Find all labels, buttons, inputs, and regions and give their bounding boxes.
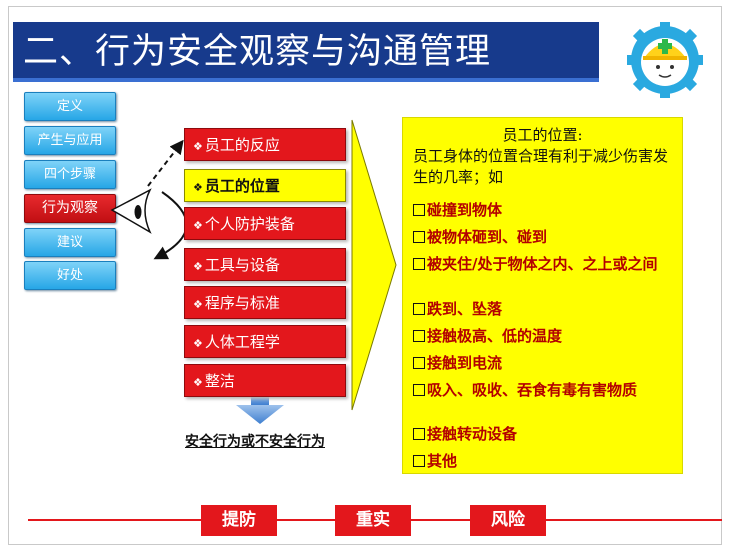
diamond-icon: ❖ [193, 260, 203, 273]
checkbox-icon [413, 258, 425, 270]
footer-tag[interactable]: 风险 [470, 505, 546, 536]
nav-item[interactable]: 建议 [24, 228, 116, 257]
nav-item-active[interactable]: 行为观察 [24, 194, 116, 223]
info-item: 跌到、坠落 [413, 301, 681, 318]
diamond-icon: ❖ [193, 376, 203, 389]
chevron-right-icon [351, 119, 397, 411]
step-item[interactable]: ❖程序与标准 [184, 286, 346, 319]
step-label: 工具与设备 [204, 256, 280, 274]
info-panel: 员工的位置: 员工身体的位置合理有利于减少伤害发生的几率；如 碰撞到物体 被物体… [402, 117, 683, 474]
sight-arrow [147, 139, 184, 187]
step-label: 程序与标准 [204, 294, 280, 312]
info-item: 吸入、吸收、吞食有毒有害物质 [413, 382, 681, 399]
checkbox-icon [413, 204, 425, 216]
footer-tag[interactable]: 提防 [201, 505, 277, 536]
step-label: 个人防护装备 [204, 215, 295, 233]
checkbox-icon [413, 428, 425, 440]
info-item: 被物体砸到、碰到 [413, 229, 681, 246]
checkbox-icon [413, 231, 425, 243]
slide-frame [8, 6, 722, 545]
diamond-icon: ❖ [193, 298, 203, 311]
nav-item[interactable]: 好处 [24, 261, 116, 290]
curve-arrow [153, 191, 188, 260]
diamond-icon: ❖ [193, 140, 203, 153]
step-label: 整洁 [204, 372, 235, 390]
diamond-icon: ❖ [193, 181, 203, 194]
checkbox-icon [413, 455, 425, 467]
info-item: 接触极高、低的温度 [413, 328, 681, 345]
step-item[interactable]: ❖个人防护装备 [184, 207, 346, 240]
eye-icon [110, 188, 152, 234]
checkbox-icon [413, 303, 425, 315]
step-item[interactable]: ❖员工的反应 [184, 128, 346, 161]
step-label: 人体工程学 [204, 333, 280, 351]
checkbox-icon [413, 384, 425, 396]
diamond-icon: ❖ [193, 219, 203, 232]
info-description: 员工身体的位置合理有利于减少伤害发生的几率；如 [413, 147, 669, 186]
page-title: 二、行为安全观察与沟通管理 [13, 22, 599, 82]
checkbox-icon [413, 330, 425, 342]
step-item[interactable]: ❖整洁 [184, 364, 346, 397]
result-label: 安全行为或不安全行为 [185, 434, 325, 450]
safety-helmet-mascot-icon [627, 22, 703, 98]
step-label: 员工的反应 [204, 136, 280, 154]
info-title: 员工的位置: [502, 126, 583, 144]
step-item-selected[interactable]: ❖员工的位置 [184, 169, 346, 202]
step-label: 员工的位置 [204, 177, 280, 195]
nav-item[interactable]: 定义 [24, 92, 116, 121]
info-item: 碰撞到物体 [413, 202, 681, 219]
step-item[interactable]: ❖人体工程学 [184, 325, 346, 358]
diamond-icon: ❖ [193, 337, 203, 350]
footer-tag[interactable]: 重实 [335, 505, 411, 536]
info-item: 其他 [413, 453, 681, 470]
info-item: 接触转动设备 [413, 426, 681, 443]
down-arrow-icon [236, 393, 284, 424]
checkbox-icon [413, 357, 425, 369]
nav-item[interactable]: 四个步骤 [24, 160, 116, 189]
nav-item[interactable]: 产生与应用 [24, 126, 116, 155]
info-item: 被夹住/处于物体之内、之上或之间 [413, 256, 681, 273]
info-item: 接触到电流 [413, 355, 681, 372]
step-item[interactable]: ❖工具与设备 [184, 248, 346, 281]
